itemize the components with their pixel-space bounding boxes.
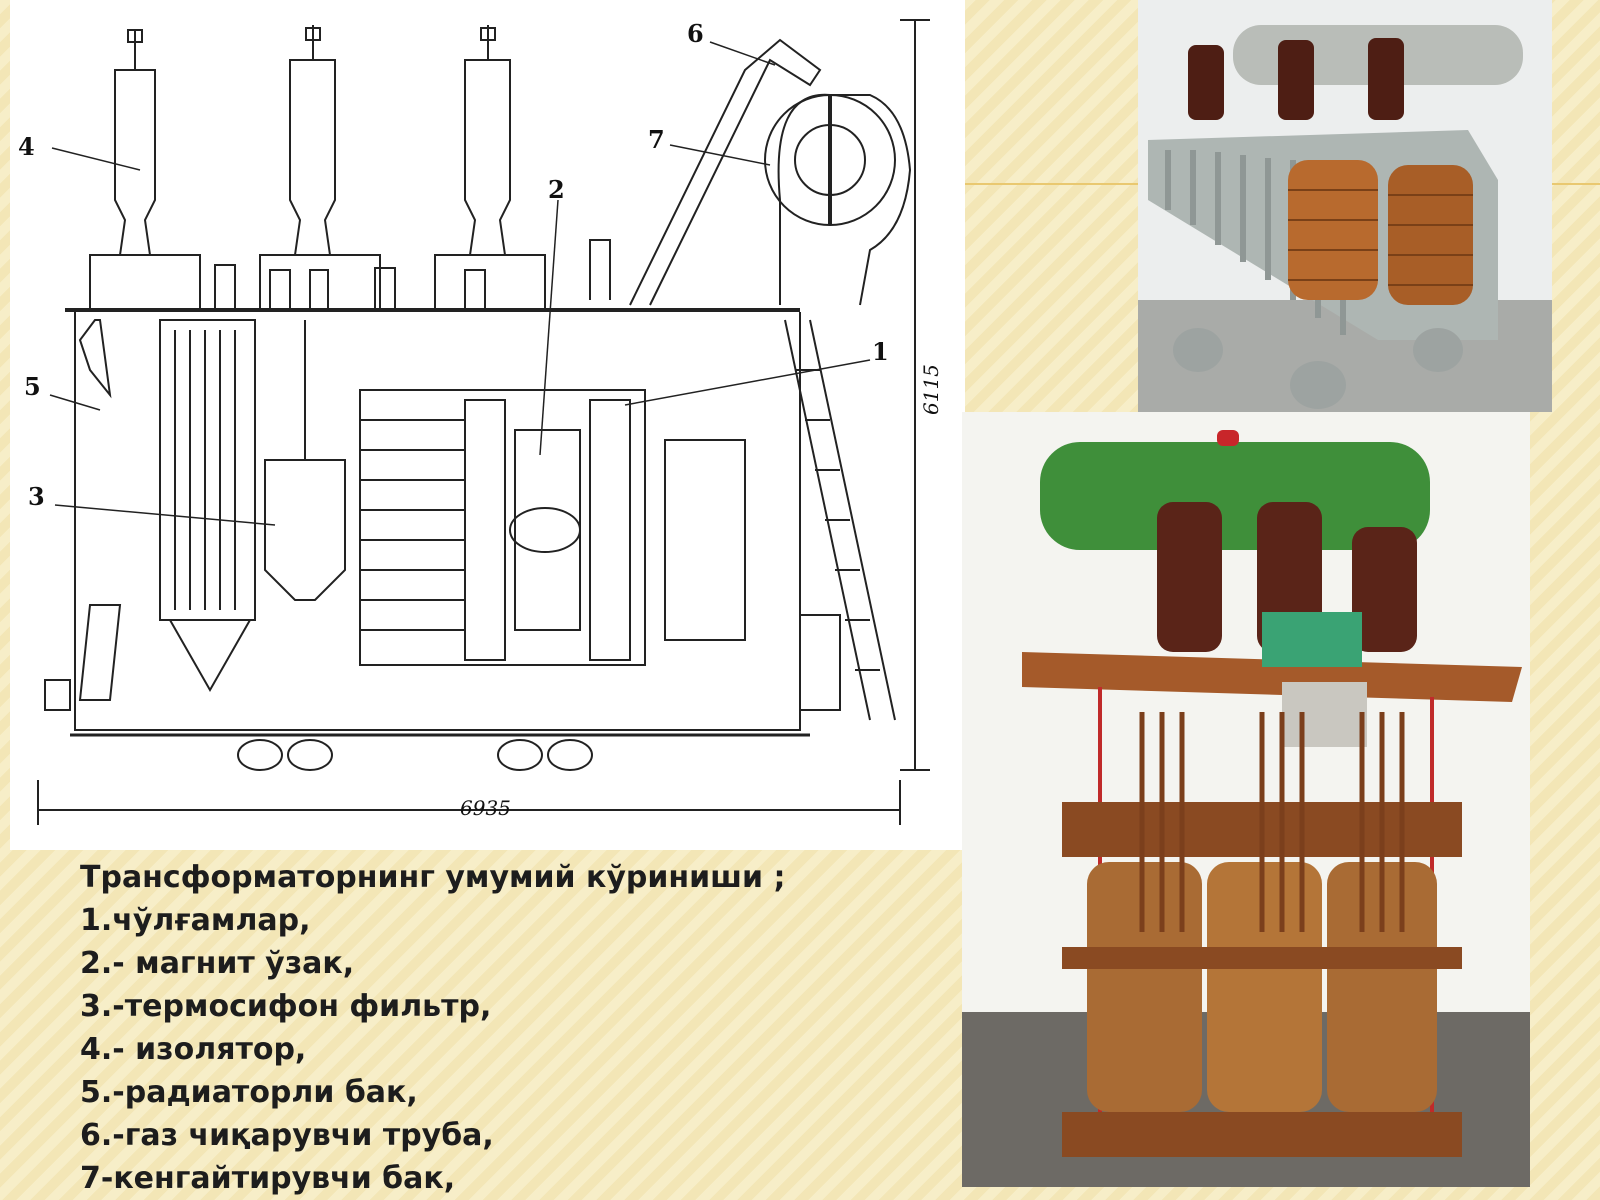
- label-2: 2: [548, 175, 565, 204]
- model-photo-svg: [962, 430, 1530, 1187]
- caption-title: Трансформаторнинг умумий кўриниши ;: [80, 860, 786, 895]
- label-5: 5: [24, 372, 41, 401]
- transformer-photo-cutaway: [1138, 0, 1552, 412]
- caption-item-1: 1.чўлғамлар,: [80, 903, 311, 938]
- caption-item-5: 5.-радиаторли бак,: [80, 1075, 418, 1110]
- cutaway-photo-svg: [1138, 0, 1552, 412]
- dimension-height: 6115: [919, 364, 943, 415]
- bushing-left: [89, 29, 201, 311]
- caption: Трансформаторнинг умумий кўриниши ; 1.чў…: [80, 856, 940, 1200]
- label-3: 3: [28, 482, 45, 511]
- transformer-drawing-svg: 4 5 3 6 7 2 1 6935 6115: [18, 19, 943, 825]
- caption-item-4: 4.- изолятор,: [80, 1032, 307, 1067]
- caption-item-7: 7-кенгайтирувчи бак,: [80, 1161, 456, 1196]
- caption-item-2: 2.- магнит ўзак,: [80, 946, 355, 981]
- label-4: 4: [18, 132, 35, 161]
- label-7: 7: [648, 125, 665, 154]
- caption-item-6: 6.-газ чиқарувчи труба,: [80, 1118, 494, 1153]
- caption-item-3: 3.-термосифон фильтр,: [80, 989, 492, 1024]
- decor-line-left: [965, 183, 1138, 185]
- decor-line-right: [1552, 183, 1600, 185]
- label-6: 6: [687, 19, 704, 48]
- dimension-width: 6935: [460, 796, 511, 820]
- transformer-photo-model: [962, 412, 1530, 1187]
- label-1: 1: [872, 337, 889, 366]
- transformer-drawing: 4 5 3 6 7 2 1 6935 6115: [10, 0, 965, 850]
